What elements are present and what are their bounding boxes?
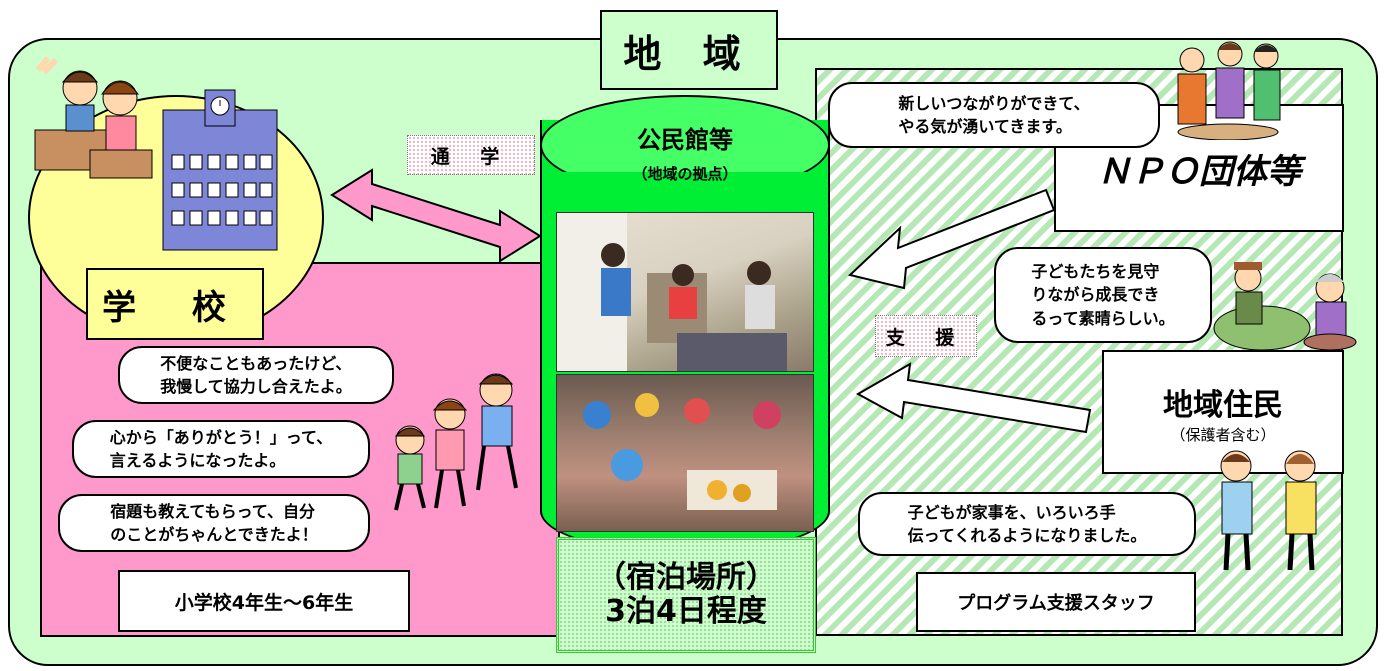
npo-quote: 新しいつながりができて、 やる気が湧いてきます。 xyxy=(828,82,1160,148)
center-title: 公民館等 xyxy=(637,126,733,154)
photo-children-room xyxy=(556,212,814,372)
commute-label: 通 学 xyxy=(407,135,535,175)
staff-illustration xyxy=(1220,450,1317,571)
student-quote-2: 心から「ありがとう！」って、 言えるようになったよ。 xyxy=(72,420,370,478)
commute-arrow xyxy=(330,168,542,263)
students-illustration xyxy=(394,373,518,511)
staff-label: プログラム支援スタッフ xyxy=(916,572,1196,632)
staff-quote: 子どもが家事を、いろいろ手 伝ってくれるようになりました。 xyxy=(858,492,1196,556)
student-quote-1: 不便なこともあったけど、 我慢して協力し合えたよ。 xyxy=(118,346,394,404)
residents-label: 地域住民 xyxy=(1163,387,1283,423)
support-arrow-npo xyxy=(847,188,1056,290)
school-illustration xyxy=(34,56,278,251)
stay-duration: 3泊4日程度 xyxy=(605,594,767,629)
stay-info: （宿泊場所） 3泊4日程度 xyxy=(556,537,816,653)
residents-illustration xyxy=(1213,262,1357,351)
students-label: 小学校4年生～6年生 xyxy=(118,570,410,632)
school-label: 学 校 xyxy=(86,268,264,340)
residents-quote: 子どもたちを見守 りながら成長でき るって素晴らしい。 xyxy=(994,247,1212,343)
residents-sublabel: （保護者含む） xyxy=(1170,425,1276,444)
region-title: 地 域 xyxy=(600,10,778,90)
support-arrow-residents xyxy=(855,362,1092,434)
npo-illustration xyxy=(1177,41,1281,140)
photo-children-cooking xyxy=(556,374,814,532)
support-label: 支 援 xyxy=(875,315,977,357)
student-quote-3: 宿題も教えてもらって、自分 のことがちゃんとできたよ！ xyxy=(58,494,370,552)
center-subtitle: （地域の拠点） xyxy=(632,165,738,183)
stay-place: （宿泊場所） xyxy=(596,559,776,595)
